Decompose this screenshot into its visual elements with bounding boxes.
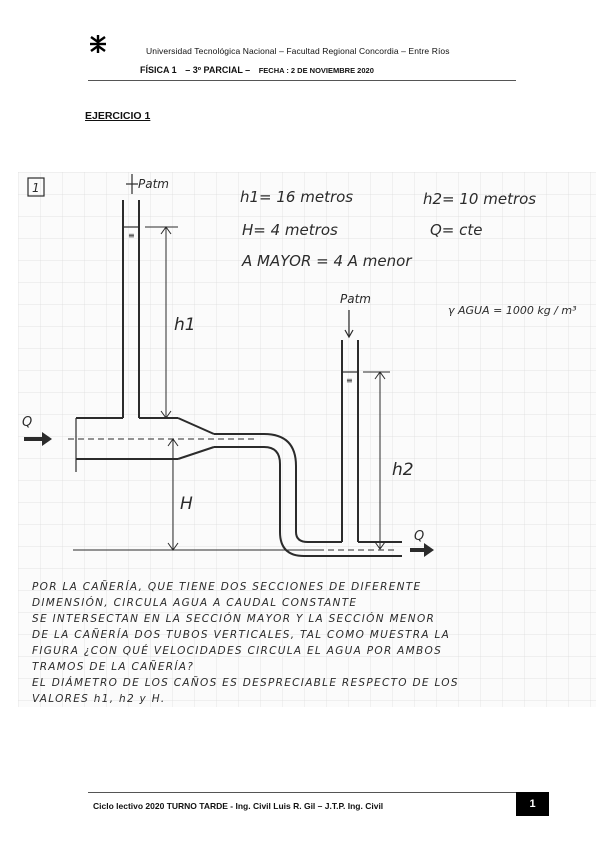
problem-figure: 1 Patm h1= 16 metros h2= 10 metros H= 4 …	[18, 172, 596, 707]
statement-line: POR LA CAÑERÍA, QUE TIENE DOS SECCIONES …	[32, 580, 421, 593]
footer-divider	[88, 792, 516, 793]
problem-number-box	[27, 177, 45, 197]
flow-out-arrow	[424, 543, 434, 557]
problem-number: 1	[32, 181, 40, 195]
problem-sheet: 1 Patm h1= 16 metros h2= 10 metros H= 4 …	[18, 172, 596, 707]
university-name: Universidad Tecnológica Nacional – Facul…	[146, 46, 450, 56]
statement-line: SE INTERSECTAN EN LA SECCIÓN MAYOR Y LA …	[32, 612, 435, 625]
patm-left-label: Patm	[138, 177, 169, 191]
gamma-water: γ AGUA = 1000 kg / m³	[448, 304, 577, 317]
data-h2: h2= 10 metros	[423, 190, 536, 208]
grid-paper	[18, 172, 596, 707]
page-number: 1	[516, 792, 549, 816]
course-line: FÍSICA 1 – 3º PARCIAL – FECHA : 2 DE NOV…	[140, 65, 380, 75]
statement-line: FIGURA ¿CON QUÉ VELOCIDADES CIRCULA EL A…	[32, 644, 442, 657]
exercise-title: EJERCICIO 1	[85, 110, 151, 122]
data-H: H= 4 metros	[242, 221, 338, 239]
flow-in-arrow	[42, 432, 52, 446]
H-label: H	[180, 494, 193, 514]
statement-line: DE LA CAÑERÍA DOS TUBOS VERTICALES, TAL …	[32, 628, 450, 641]
statement-line: TRAMOS DE LA CAÑERÍA?	[32, 660, 194, 673]
q-out-label: Q	[414, 529, 424, 544]
statement-line: EL DIÁMETRO DE LOS CAÑOS ES DESPRECIABLE…	[32, 676, 459, 689]
subject-label: FÍSICA 1	[140, 65, 177, 75]
h2-label: h2	[392, 460, 414, 480]
data-area-relation: A MAYOR = 4 A menor	[241, 252, 412, 270]
patm-right-label: Patm	[340, 292, 371, 306]
q-in-label: Q	[22, 415, 32, 430]
data-h1: h1= 16 metros	[240, 188, 353, 206]
utn-logo	[90, 35, 106, 53]
svg-text:≡: ≡	[128, 231, 135, 240]
header-divider	[88, 80, 516, 81]
svg-text:≡: ≡	[346, 376, 353, 385]
statement-line: DIMENSIÓN, CIRCULA AGUA A CAUDAL CONSTAN…	[32, 596, 357, 609]
footer-text: Ciclo lectivo 2020 TURNO TARDE - Ing. Ci…	[93, 801, 384, 811]
statement-line: VALORES h1, h2 y H.	[32, 693, 166, 705]
date-label: FECHA : 2 DE NOVIEMBRE 2020	[258, 66, 374, 75]
h1-label: h1	[174, 315, 196, 335]
exam-label: – 3º PARCIAL –	[185, 65, 251, 75]
data-Q: Q= cte	[430, 221, 483, 239]
problem-statement: POR LA CAÑERÍA, QUE TIENE DOS SECCIONES …	[32, 580, 459, 705]
